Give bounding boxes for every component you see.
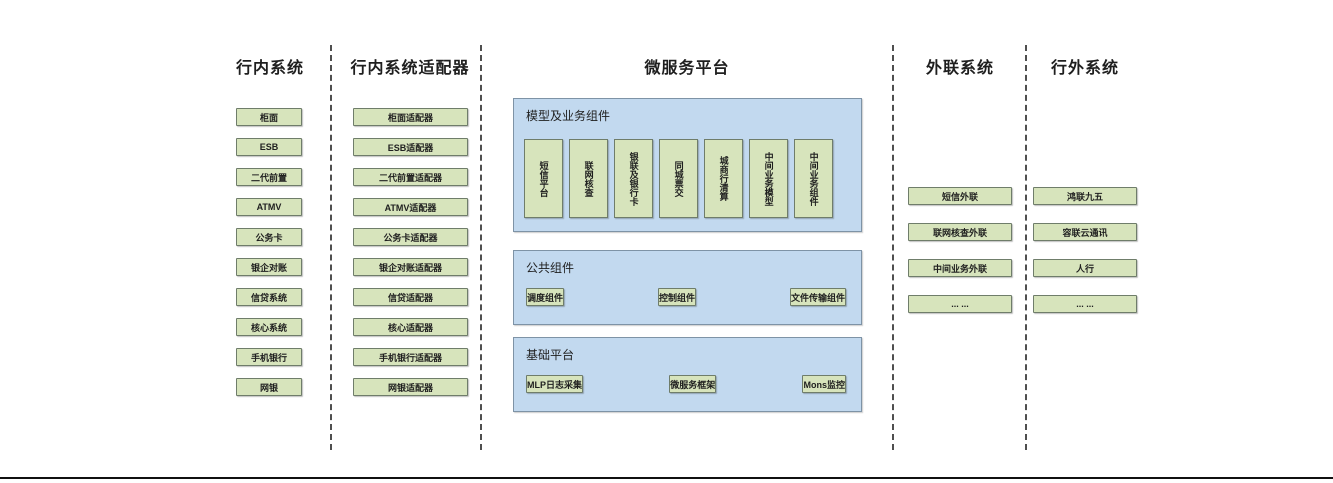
- external-box: 容联云通讯: [1033, 223, 1137, 241]
- component-box: 文件传输组件: [789, 288, 846, 306]
- header-internal-adapters: 行内系统适配器: [350, 60, 470, 77]
- adapter-box: 信贷适配器: [353, 288, 468, 306]
- component-box: 微服务框架: [669, 375, 717, 393]
- column-separator: [892, 45, 894, 450]
- component-box: 银联及银行卡: [614, 139, 653, 218]
- common-components-panel: 公共组件 调度组件 控制组件 文件传输组件: [513, 250, 862, 325]
- adapter-box: 公务卡适配器: [353, 228, 468, 246]
- adapter-box: 网银适配器: [353, 378, 468, 396]
- column-separator: [1025, 45, 1027, 450]
- external-box: ... ...: [1033, 295, 1137, 313]
- adapter-box: 柜面适配器: [353, 108, 468, 126]
- bottom-rule: [0, 477, 1333, 479]
- outreach-box: 短信外联: [908, 187, 1012, 205]
- panel-title: 公共组件: [526, 261, 575, 275]
- external-box: 人行: [1033, 259, 1137, 277]
- component-box: 控制组件: [657, 288, 696, 306]
- base-platform-panel: 基础平台 MLP日志采集 微服务框架 Mons监控: [513, 337, 862, 412]
- common-component-row: 调度组件 控制组件 文件传输组件: [526, 288, 846, 306]
- adapter-box: 核心适配器: [353, 318, 468, 336]
- system-box: ATMV: [236, 198, 302, 216]
- base-component-row: MLP日志采集 微服务框架 Mons监控: [526, 375, 846, 393]
- component-box: 调度组件: [526, 288, 565, 306]
- header-external-systems: 行外系统: [1050, 60, 1120, 77]
- model-business-panel: 模型及业务组件 短信平台联网核查银联及银行卡同城票交城商行清算中间业务模型中间业…: [513, 98, 862, 232]
- system-box: 核心系统: [236, 318, 302, 336]
- component-box: 中间业务组件: [794, 139, 833, 218]
- column-separator: [480, 45, 482, 450]
- outreach-box: 中间业务外联: [908, 259, 1012, 277]
- adapter-box: 二代前置适配器: [353, 168, 468, 186]
- adapter-box: 银企对账适配器: [353, 258, 468, 276]
- system-box: 二代前置: [236, 168, 302, 186]
- system-box: ESB: [236, 138, 302, 156]
- external-box: 鸿联九五: [1033, 187, 1137, 205]
- component-box: 城商行清算: [704, 139, 743, 218]
- column-separator: [330, 45, 332, 450]
- adapter-box: ATMV适配器: [353, 198, 468, 216]
- header-internal-systems: 行内系统: [235, 60, 305, 77]
- outreach-box: 联网核查外联: [908, 223, 1012, 241]
- header-outreach-systems: 外联系统: [925, 60, 995, 77]
- system-box: 手机银行: [236, 348, 302, 366]
- system-box: 网银: [236, 378, 302, 396]
- internal-systems-column: 柜面 ESB 二代前置 ATMV 公务卡银企对账信贷系统核心系统手机银行网银: [236, 108, 302, 396]
- adapter-box: 手机银行适配器: [353, 348, 468, 366]
- component-box: 同城票交: [659, 139, 698, 218]
- adapter-systems-column: 柜面适配器 ESB适配器二代前置适配器 ATMV适配器公务卡适配器银企对账适配器信贷…: [353, 108, 468, 396]
- outreach-box: ... ...: [908, 295, 1012, 313]
- panel-title: 模型及业务组件: [526, 109, 611, 123]
- system-box: 公务卡: [236, 228, 302, 246]
- component-box: 中间业务模型: [749, 139, 788, 218]
- component-box: MLP日志采集: [526, 375, 583, 393]
- system-box: 柜面: [236, 108, 302, 126]
- component-box: Mons监控: [802, 375, 846, 393]
- outreach-systems-column: 短信外联联网核查外联中间业务外联 ... ...: [908, 187, 1012, 313]
- panel-title: 基础平台: [526, 348, 575, 362]
- adapter-box: ESB适配器: [353, 138, 468, 156]
- system-box: 银企对账: [236, 258, 302, 276]
- component-box: 联网核查: [569, 139, 608, 218]
- system-box: 信贷系统: [236, 288, 302, 306]
- model-component-row: 短信平台联网核查银联及银行卡同城票交城商行清算中间业务模型中间业务组件: [524, 139, 833, 218]
- header-microservice-platform: 微服务平台: [644, 60, 730, 77]
- external-systems-column: 鸿联九五容联云通讯人行 ... ...: [1033, 187, 1137, 313]
- component-box: 短信平台: [524, 139, 563, 218]
